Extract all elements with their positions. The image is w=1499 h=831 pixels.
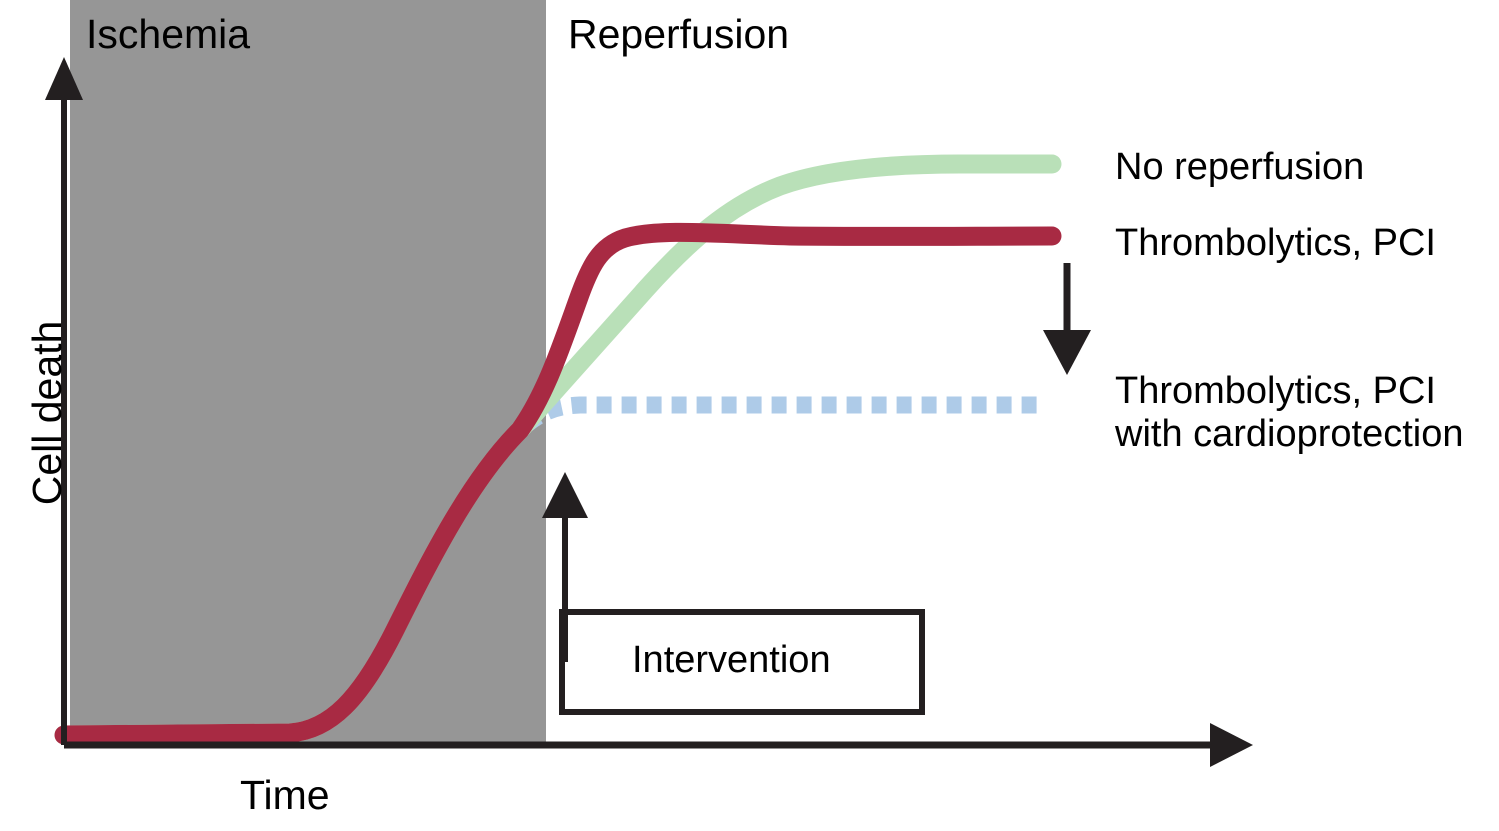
intervention-box-label: Intervention (632, 639, 831, 681)
x-axis-label: Time (240, 772, 330, 818)
legend-label-thrombolytics-pci: Thrombolytics, PCI (1115, 222, 1436, 264)
intervention-arrowhead-icon (542, 472, 588, 518)
legend-label-no-reperfusion: No reperfusion (1115, 146, 1365, 188)
legend-label-cardioprotection: Thrombolytics, PCI with cardioprotection (1115, 370, 1464, 456)
region-label-ischemia: Ischemia (86, 11, 251, 57)
legend-label-cardioprotection-line2: with cardioprotection (1115, 413, 1464, 455)
legend-down-arrow-icon (1043, 330, 1091, 375)
region-label-reperfusion: Reperfusion (568, 11, 790, 57)
x-axis-arrowhead-icon (1210, 723, 1253, 767)
ischemia-shaded-region (70, 0, 546, 745)
legend-label-cardioprotection-line1: Thrombolytics, PCI (1115, 370, 1436, 412)
y-axis-arrowhead-icon (45, 57, 83, 100)
y-axis-label: Cell death (24, 320, 71, 506)
curve-thrombolytics-pci (54, 222, 1062, 745)
